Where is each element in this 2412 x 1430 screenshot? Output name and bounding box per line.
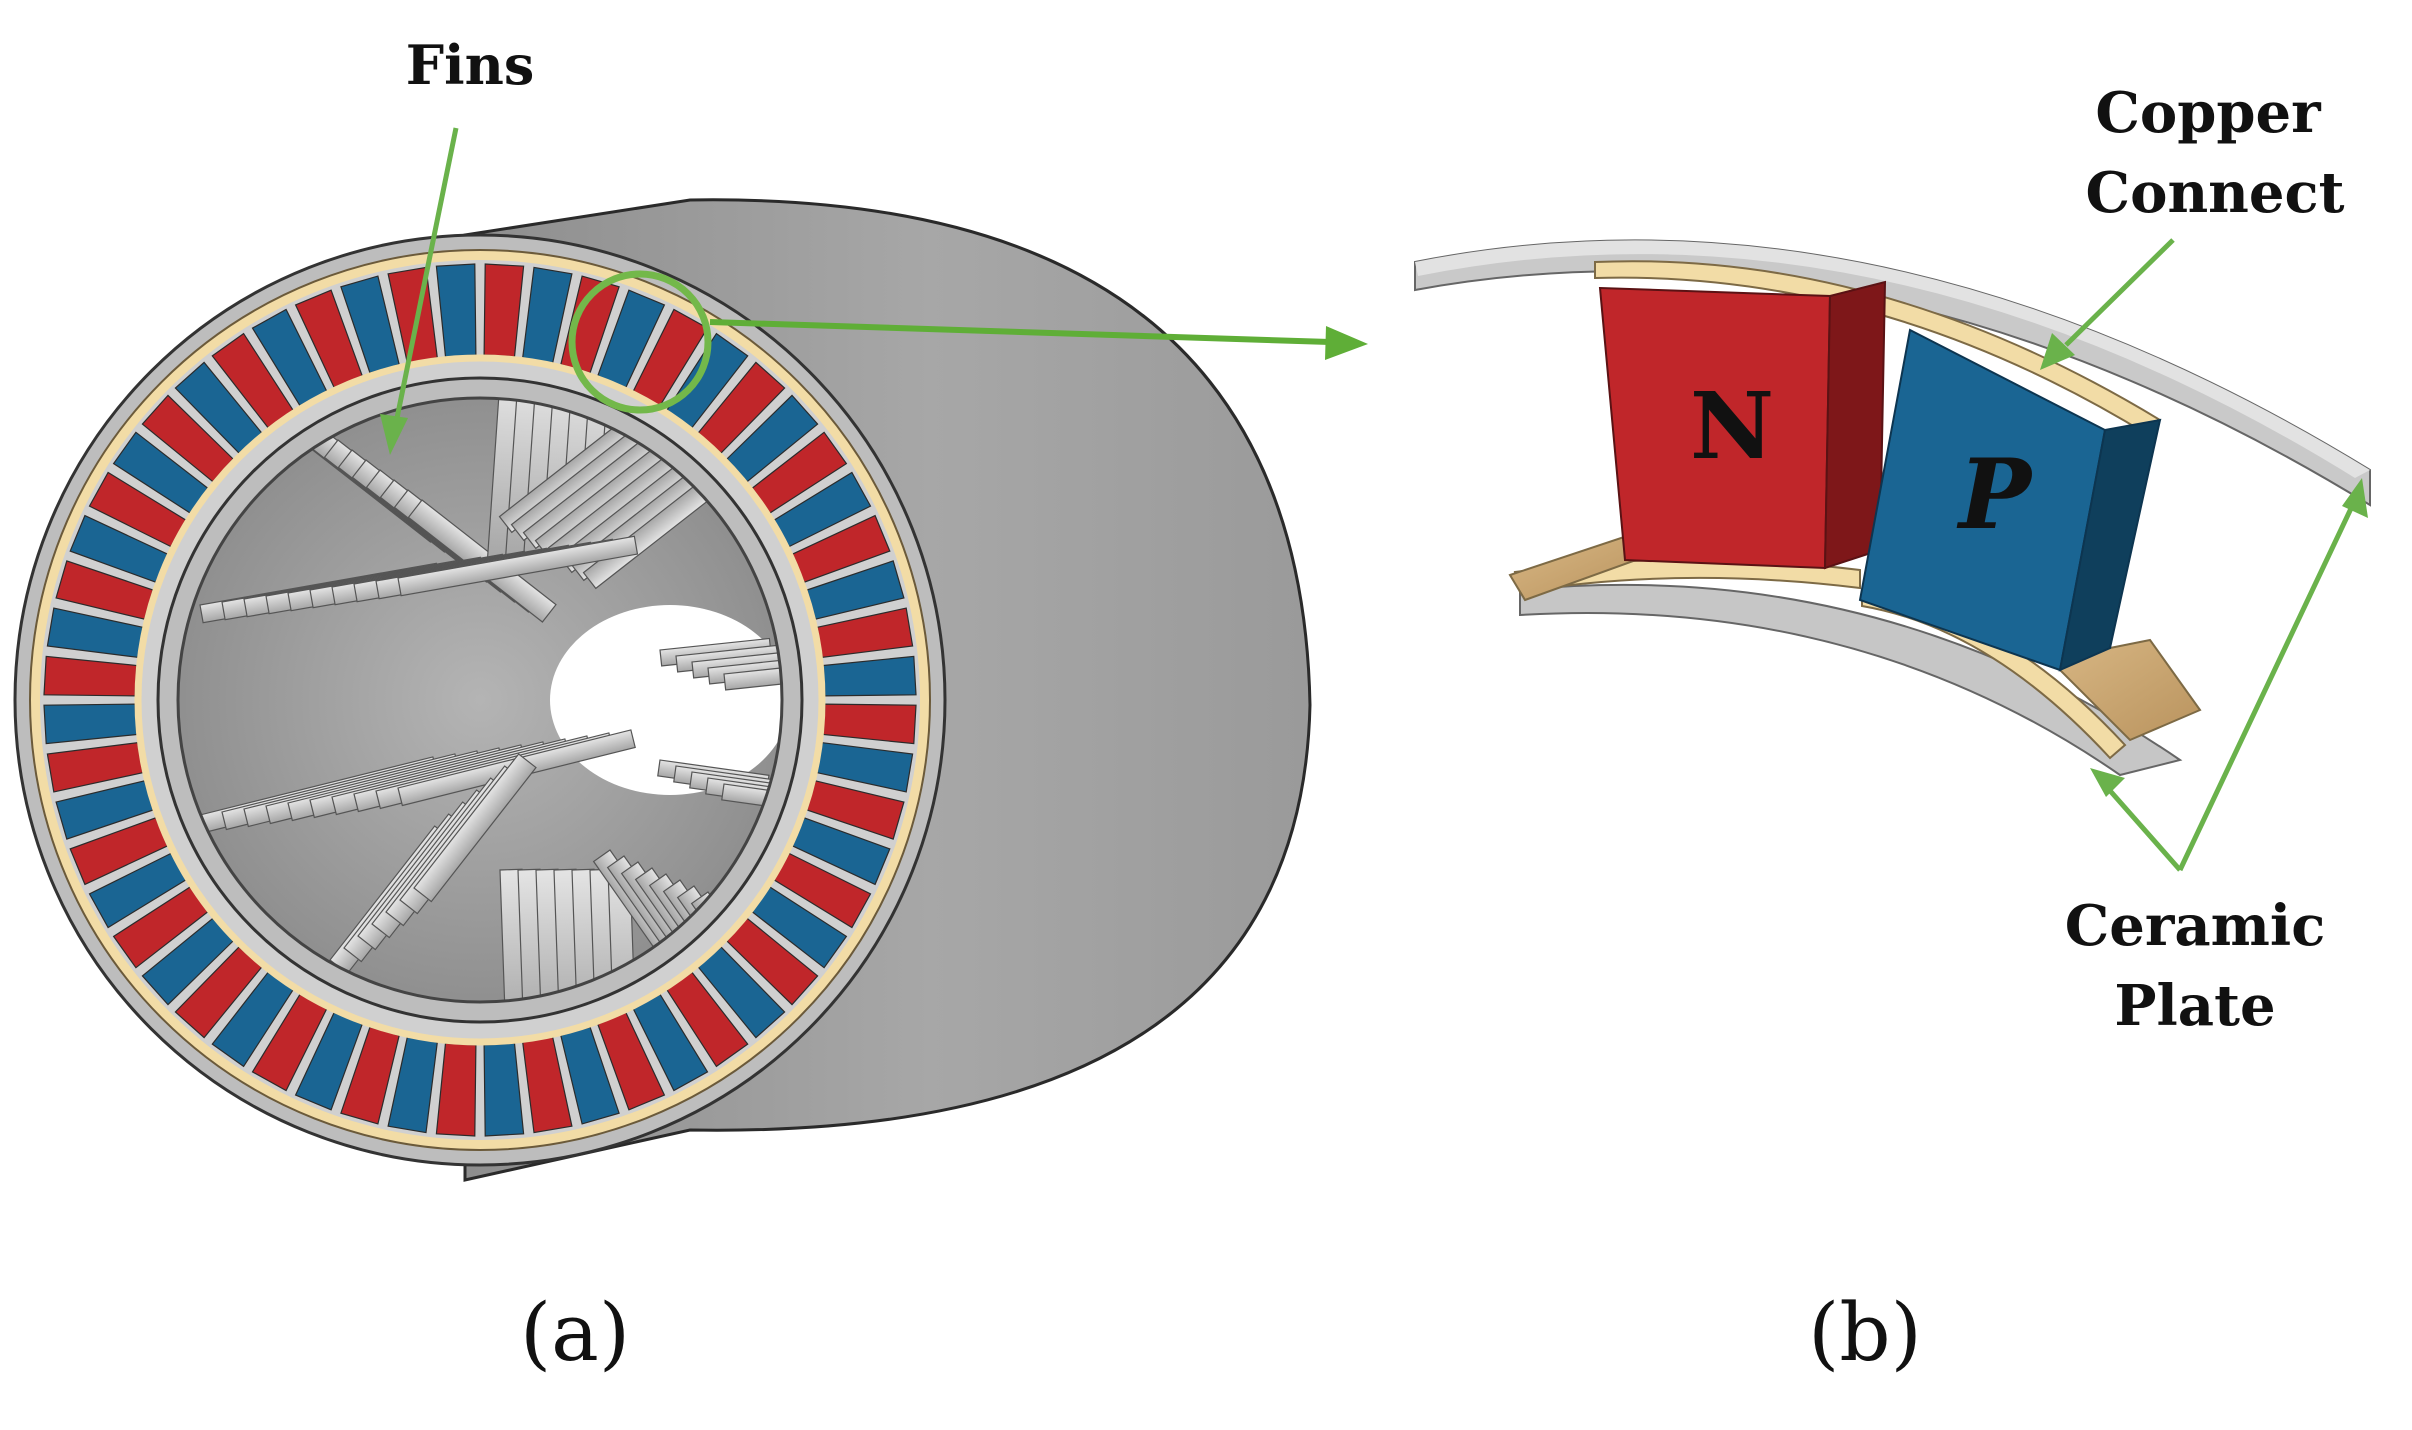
inner-duct-rim — [176, 396, 784, 1004]
copper-callout-arrow — [2040, 238, 2175, 370]
caption-b: (b) — [1808, 1286, 1922, 1379]
zoom-circle — [568, 270, 712, 414]
ceramic-plate-label-line1: Ceramic — [2065, 893, 2326, 959]
inner-ceramic-plate — [1519, 583, 2183, 777]
fin — [397, 535, 639, 597]
copper-base-right — [2047, 638, 2202, 742]
zoom-arrow — [709, 319, 1368, 360]
caption-a: (a) — [520, 1286, 630, 1379]
n-type-element — [1598, 280, 1887, 570]
ceramic-plate-label-line2: Plate — [2114, 973, 2275, 1039]
fins-callout-arrow — [380, 127, 459, 455]
copper-connect-label-line2: Connect — [2086, 160, 2345, 226]
fins-label: Fins — [406, 33, 535, 97]
fin — [413, 753, 537, 903]
p-label: P — [1956, 438, 2034, 551]
inner-copper-ring — [134, 354, 826, 1046]
ceramic-callout-arrows — [2090, 478, 2368, 872]
n-label: N — [1690, 372, 1774, 480]
p-type-element — [1858, 328, 2162, 672]
thermoelectric-couple-detail: N P — [1414, 239, 2371, 777]
teg-cylinder — [13, 198, 1312, 1182]
copper-connect-label-line1: Copper — [2095, 80, 2322, 146]
